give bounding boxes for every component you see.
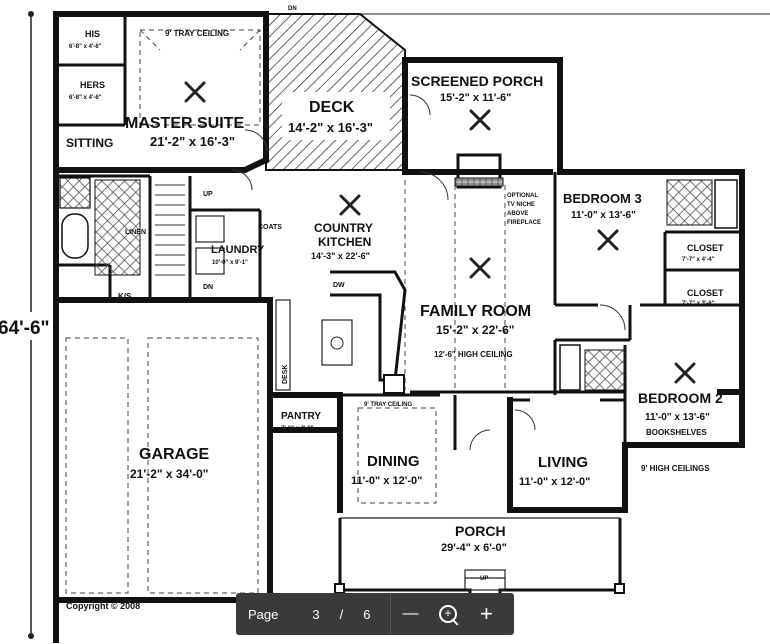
tv-note-4: FIREPLACE <box>507 220 541 226</box>
page-separator: / <box>339 606 344 622</box>
copyright-text: Copyright © 2008 <box>66 601 140 611</box>
room-dim-screened-porch: 15'-2" x 11'-6" <box>440 92 511 104</box>
room-label-deck: DECK <box>309 99 355 116</box>
stair-up: UP <box>203 191 213 198</box>
magnifier-icon: + <box>439 605 458 623</box>
dining-tray-ceiling: 9' TRAY CEILING <box>364 402 412 408</box>
master-tray-ceiling: 9' TRAY CEILING <box>165 29 229 38</box>
tv-note-2: TV NICHE <box>507 202 535 208</box>
tv-note-3: ABOVE <box>507 211 528 217</box>
label-desk: DESK <box>282 365 289 384</box>
deck-label-bg <box>282 92 390 140</box>
room-dim-closet-1: 7'-7" x 4'-4" <box>682 257 715 263</box>
room-dim-living: 11'-0" x 12'-0" <box>519 476 590 488</box>
ceiling-height-note: 9' HIGH CEILINGS <box>641 464 710 473</box>
room-dim-garage: 21'-2" x 34'-0" <box>130 467 208 481</box>
room-label-master: MASTER SUITE <box>125 115 244 132</box>
room-label-closet-1: CLOSET <box>687 243 724 253</box>
page-label: Page <box>248 606 279 622</box>
room-label-dining: DINING <box>367 453 420 470</box>
total-pages: 6 <box>363 606 371 622</box>
room-dim-porch: 29'-4" x 6'-0" <box>441 542 507 554</box>
room-label-kitchen-1: COUNTRY <box>314 221 373 235</box>
label-linen: LINEN <box>125 229 146 236</box>
room-dim-family: 15'-2" x 22'-6" <box>436 323 514 337</box>
room-dim-deck: 14'-2" x 16'-3" <box>288 120 373 135</box>
zoom-reset-button[interactable]: + <box>429 593 467 635</box>
room-dim-master: 21'-2" x 16'-3" <box>150 134 235 149</box>
room-dim-bedroom-3: 11'-0" x 13'-6" <box>571 210 636 221</box>
door-swings <box>231 94 626 451</box>
room-label-porch: PORCH <box>455 523 506 539</box>
room-label-laundry: LAUNDRY <box>211 244 265 256</box>
room-dim-laundry: 10'-0" x 9'-1" <box>212 260 248 266</box>
room-dim-closet-2: 7'-7" x 3'-6" <box>682 301 715 307</box>
porch-stair-up: UP <box>480 576 488 582</box>
room-dim-hers: 6'-8" x 4'-6" <box>69 95 102 101</box>
room-label-bedroom-3: BEDROOM 3 <box>563 191 642 206</box>
room-label-family: FAMILY ROOM <box>420 303 531 320</box>
room-label-pantry: PANTRY <box>281 411 321 422</box>
zoom-in-button[interactable]: + <box>467 593 505 635</box>
room-label-his: HIS <box>85 29 100 39</box>
minus-icon: — <box>402 605 419 622</box>
overall-dimension-line <box>0 11 56 639</box>
pdf-viewer-toolbar: Page 3 / 6 — + + <box>236 593 514 635</box>
room-label-kitchen-2: KITCHEN <box>318 235 371 249</box>
label-dishwasher: DW <box>333 282 345 289</box>
toolbar-divider <box>390 593 392 635</box>
room-dim-pantry: 7'-6" x 4'-6" <box>281 426 314 432</box>
room-dim-dining: 11'-0" x 12'-0" <box>351 475 422 487</box>
interior-walls <box>56 14 742 450</box>
room-label-closet-2: CLOSET <box>687 288 724 298</box>
kitchen-counters <box>195 215 407 394</box>
room-label-garage: GARAGE <box>139 446 210 463</box>
current-page-number[interactable]: 3 <box>312 606 320 622</box>
stairs <box>155 184 185 276</box>
family-ceiling-note: 12'-6" HIGH CEILING <box>434 350 513 359</box>
exterior-walls <box>53 11 745 643</box>
stair-dn: DN <box>203 284 213 291</box>
zoom-out-button[interactable]: — <box>391 593 429 635</box>
overall-dimension-label: 64'-6" <box>0 318 50 339</box>
fireplace <box>456 153 502 189</box>
room-label-sitting: SITTING <box>66 136 113 150</box>
label-ks: K/S <box>118 292 132 301</box>
ceiling-fan-icons <box>184 81 696 384</box>
room-dim-kitchen: 14'-3" x 22'-6" <box>311 251 370 261</box>
label-bookshelves: BOOKSHELVES <box>646 428 707 437</box>
room-label-hers: HERS <box>80 80 105 90</box>
page-indicator: Page 3 / 6 <box>236 593 390 635</box>
room-label-bedroom-2: BEDROOM 2 <box>638 390 723 406</box>
dashed-lines <box>65 29 506 594</box>
room-label-screened-porch: SCREENED PORCH <box>411 73 543 89</box>
plus-icon: + <box>480 601 493 626</box>
label-coats: COATS <box>258 224 282 231</box>
tv-note-1: OPTIONAL <box>507 193 538 199</box>
room-dim-his: 6'-8" x 4'-6" <box>69 44 102 50</box>
room-dim-bedroom-2: 11'-0" x 13'-6" <box>645 412 710 423</box>
bath-fixtures <box>59 177 738 391</box>
deck-stair-dn: DN <box>288 6 297 12</box>
room-label-living: LIVING <box>538 454 588 471</box>
